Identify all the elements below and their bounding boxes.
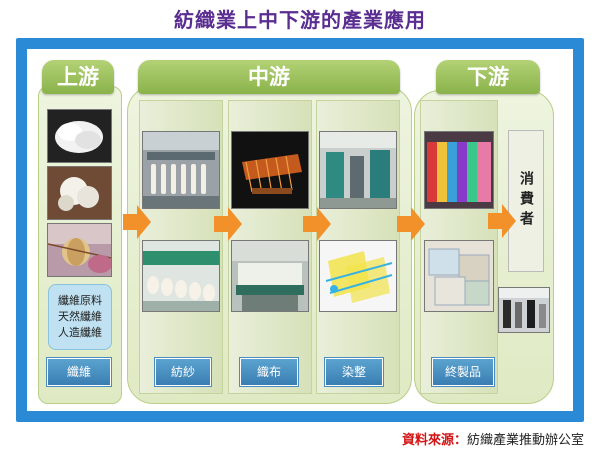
upstream-tab: 上游 [42,60,114,94]
source-note: 資料來源：紡織產業推動辦公室 [402,429,584,448]
source-label: 資料來源： [401,433,467,448]
arrow-spinning-to-weaving [214,207,242,241]
arrow-upstream-to-spinning [123,205,151,239]
label-dyeing: 染整 [324,357,384,387]
weaving-photo-top [231,131,309,209]
fiber-types-box: 纖維原料 天然纖維 人造纖維 [48,284,112,350]
final-photo-packages [424,240,494,312]
fiber-type-raw: 纖維原料 [58,294,102,307]
consumer-photo-store [498,287,550,333]
fiber-type-natural: 天然纖維 [58,310,102,323]
weaving-photo-bottom [231,240,309,312]
arrow-final-to-consumer [488,204,516,238]
arrow-weaving-to-dyeing [303,207,331,241]
fiber-type-synthetic: 人造纖維 [58,326,102,339]
dyeing-photo-bottom [319,240,397,312]
fiber-photo-white [47,109,112,163]
midstream-tab: 中游 [138,60,400,94]
label-final-product: 終製品 [431,357,495,387]
arrow-dyeing-to-final [397,207,425,241]
label-fiber: 纖維 [46,357,112,387]
label-weaving: 織布 [239,357,299,387]
spinning-photo-top [142,131,220,209]
final-photo-fabrics [424,131,494,209]
dyeing-photo-top [319,131,397,209]
consumer-box: 消費者 [508,130,544,272]
fiber-photo-yarn [47,223,112,277]
fiber-photo-cotton [47,166,112,220]
label-spinning: 紡紗 [154,357,212,387]
downstream-tab: 下游 [436,60,540,94]
spinning-photo-bottom [142,240,220,312]
diagram-title: 紡織業上中下游的產業應用 [174,8,426,32]
source-value: 紡織產業推動辦公室 [466,433,584,448]
